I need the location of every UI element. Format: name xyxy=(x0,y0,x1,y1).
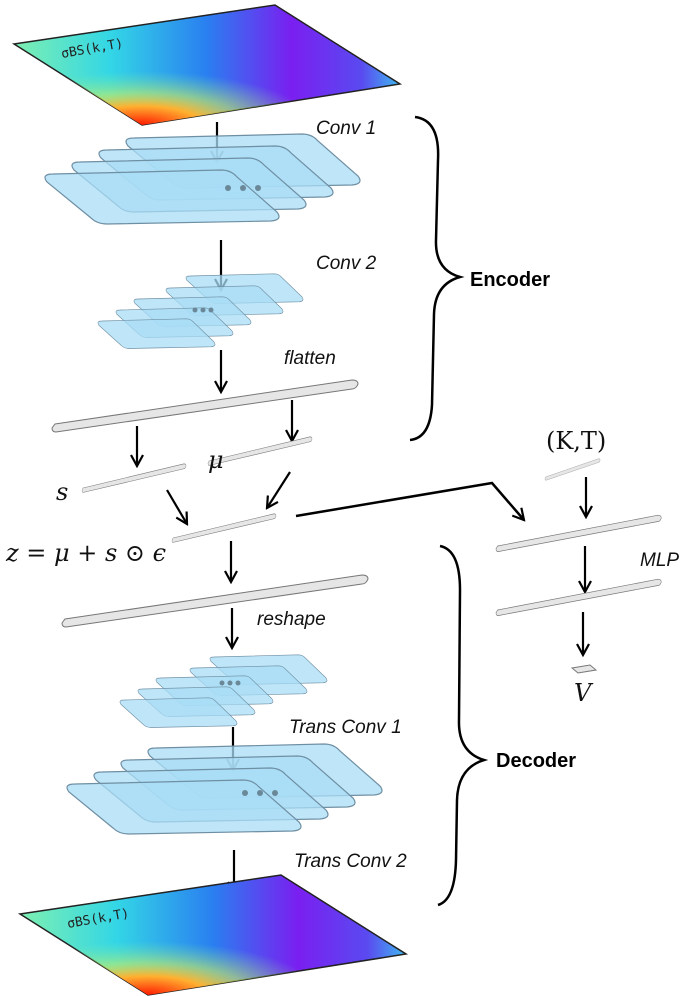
latent-to-mlp-arrow xyxy=(295,481,524,520)
trans-conv1-label: Trans Conv 1 xyxy=(289,717,402,738)
encoder-title: Encoder xyxy=(470,269,550,291)
trans-conv2-label: Trans Conv 2 xyxy=(294,851,407,872)
trans-conv2-feature-maps xyxy=(66,743,383,835)
z-vector xyxy=(171,513,277,543)
flatten-vector xyxy=(51,379,359,433)
encoder-brace xyxy=(409,115,465,442)
mlp-hidden-2 xyxy=(495,578,662,616)
s-label: s xyxy=(56,478,68,506)
arrow xyxy=(166,489,187,524)
kt-vector xyxy=(544,458,601,481)
conv1-feature-maps xyxy=(44,133,361,225)
conv2-feature-maps xyxy=(97,273,304,349)
decoder-title: Decoder xyxy=(496,750,576,772)
arrow xyxy=(267,471,291,508)
flatten-label: flatten xyxy=(284,348,336,369)
conv1-label: Conv 1 xyxy=(316,118,376,139)
mlp-input-label: (K,T) xyxy=(546,427,606,455)
z-label: z = μ + s ⊙ ϵ xyxy=(5,539,166,567)
s-vector xyxy=(81,463,187,493)
v-output-node xyxy=(570,664,598,674)
reshape-label: reshape xyxy=(257,609,326,630)
mlp-label: MLP xyxy=(640,550,679,571)
input-heatmap: σBS(k,T) xyxy=(11,4,403,126)
conv2-label: Conv 2 xyxy=(316,253,377,274)
mlp-hidden-1 xyxy=(495,514,662,552)
mu-label: μ xyxy=(208,446,224,474)
output-heatmap: σBS(k,T) xyxy=(17,874,409,996)
trans-conv1-feature-maps xyxy=(119,654,328,728)
decoder-brace xyxy=(437,544,489,907)
mlp-output-label: V xyxy=(574,679,594,707)
